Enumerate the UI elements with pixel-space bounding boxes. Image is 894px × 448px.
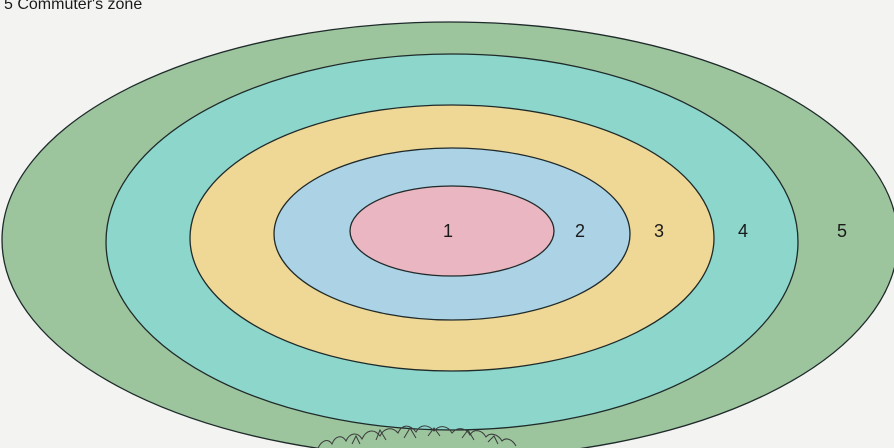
- zone-3-label: 3: [654, 221, 664, 241]
- zone-1-label: 1: [443, 221, 453, 241]
- zone-4-label: 4: [738, 221, 748, 241]
- zone-5-label: 5: [837, 221, 847, 241]
- zone-2-label: 2: [575, 221, 585, 241]
